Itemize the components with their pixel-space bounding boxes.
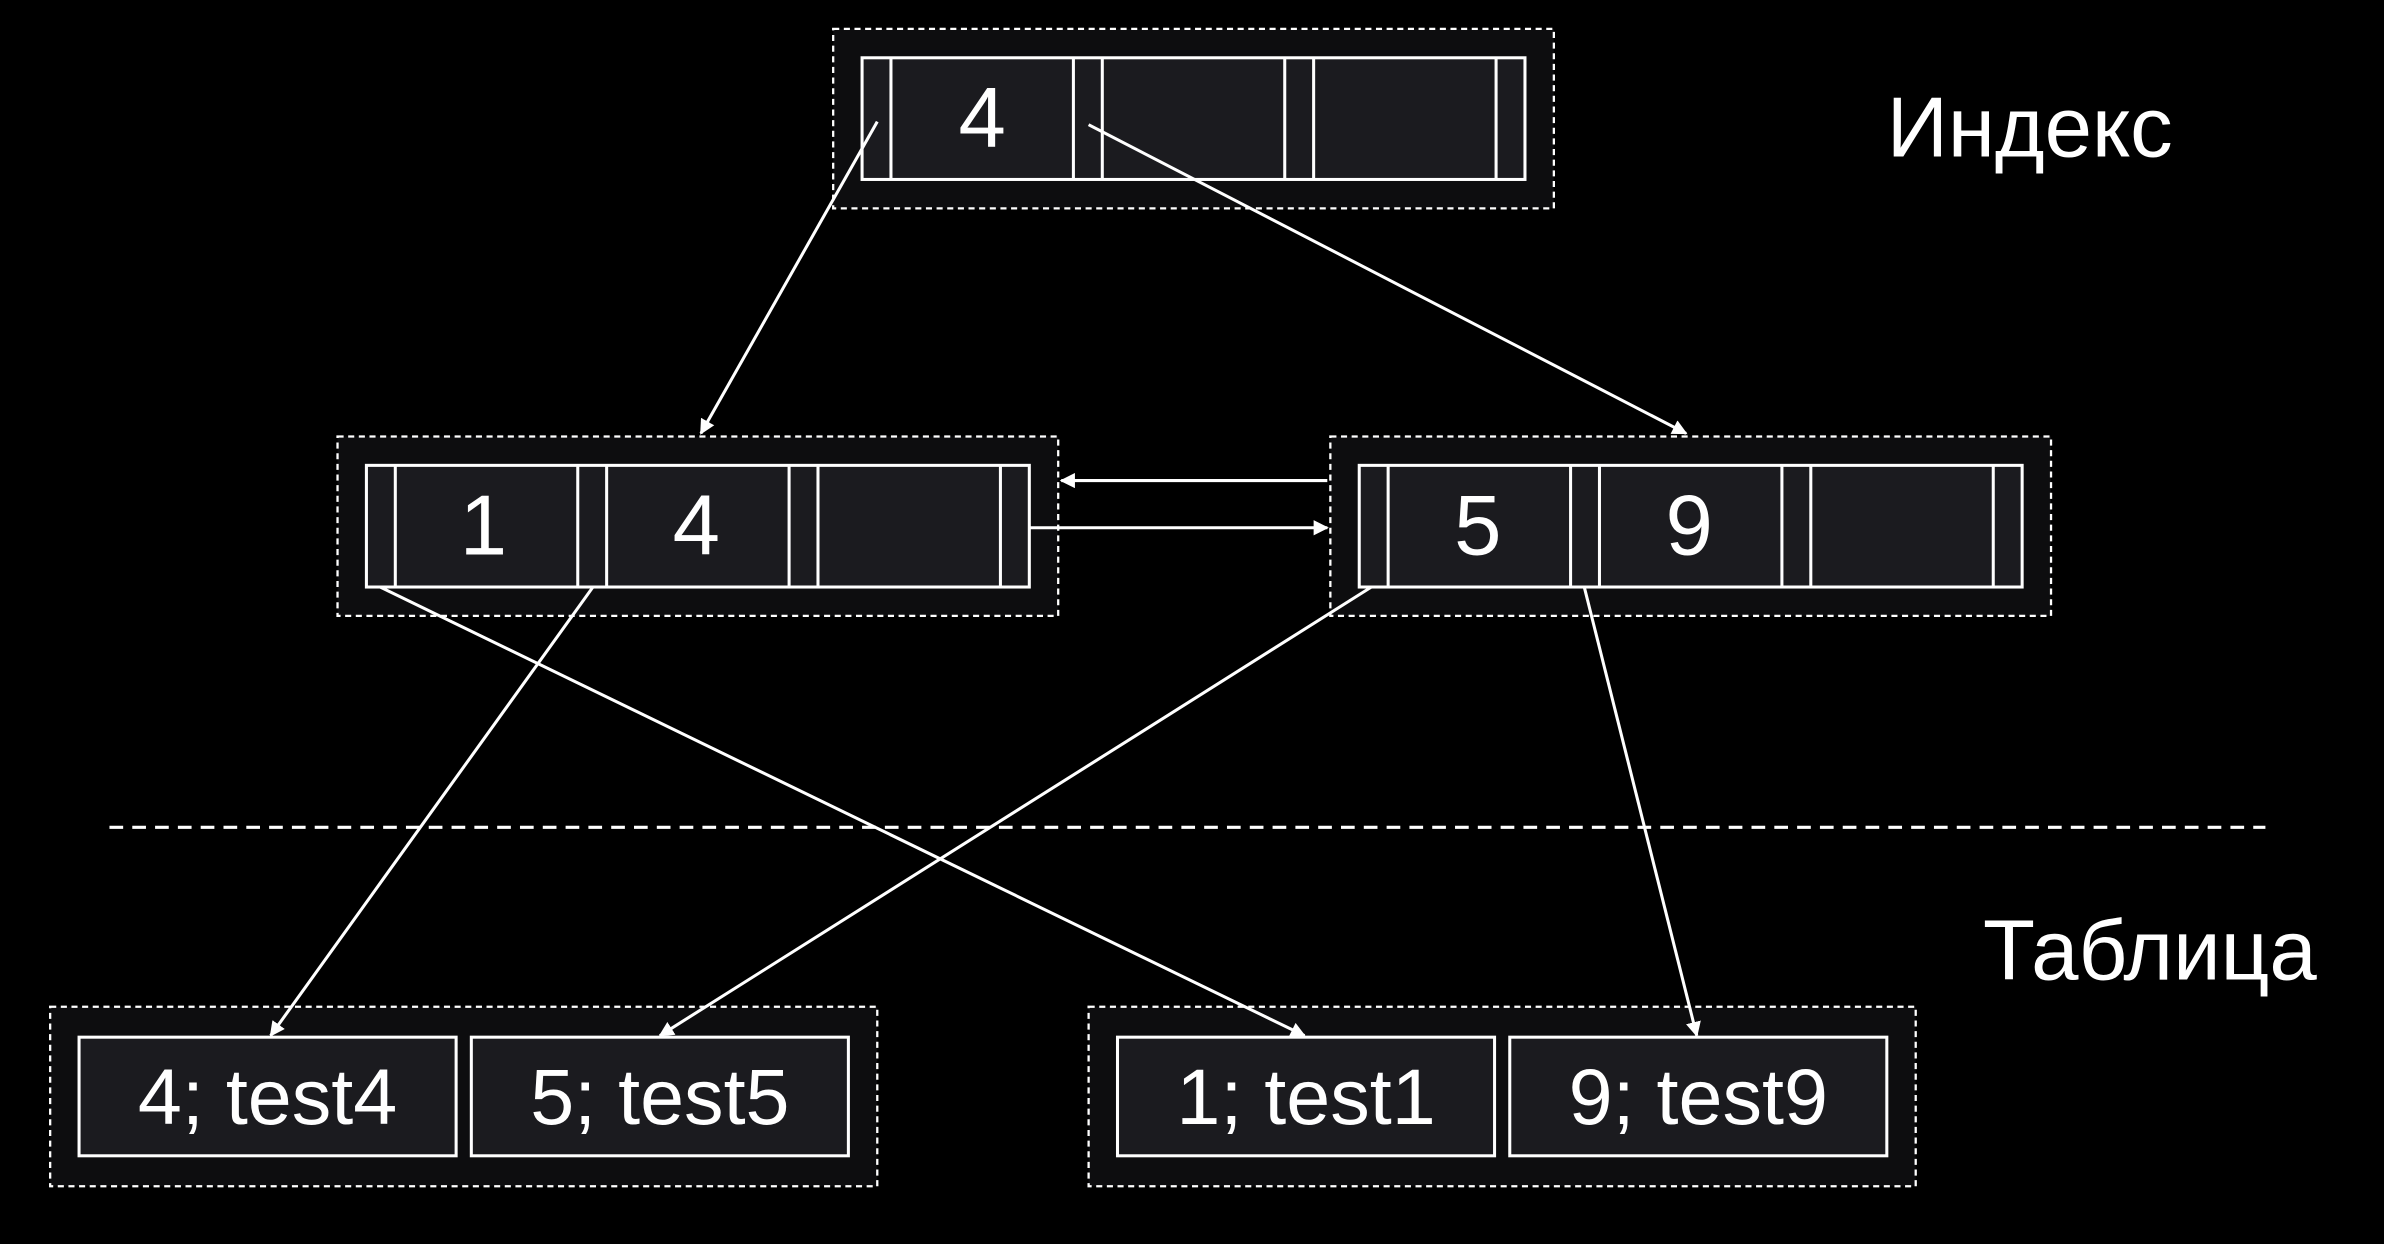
row-pointer-key5-to-test5 [658, 585, 1373, 1037]
index-section-label: Индекс [1887, 81, 2173, 176]
index-key: 4 [959, 71, 1006, 166]
pointer-arrow-root-to-right-leaf [1087, 123, 1688, 435]
row-pointer-key1-to-test1 [379, 585, 1306, 1038]
pointer-arrow-root-to-left-leaf [699, 120, 879, 435]
table-row: 1; test1 [1176, 1052, 1435, 1141]
table-page-right: 1; test1 9; test9 [1087, 1005, 1917, 1188]
index-key: 9 [1665, 479, 1712, 574]
node-frame [1357, 463, 2024, 589]
table-row: 4; test4 [138, 1052, 397, 1141]
node-frame [364, 463, 1031, 589]
table-row-cell [469, 1035, 850, 1158]
row-pointer-key9-to-test9 [1582, 586, 1701, 1038]
table-section-label: Таблица [1983, 903, 2317, 998]
index-leaf-page-left: 1 4 [336, 435, 1060, 618]
index-key: 5 [1454, 479, 1501, 574]
index-leaf-page-right: 5 9 [1329, 435, 2053, 618]
table-row-cell [1508, 1035, 1889, 1158]
row-pointer-key4-to-test4 [269, 586, 595, 1037]
table-page-left: 4; test4 5; test5 [49, 1005, 879, 1188]
table-row: 5; test5 [530, 1052, 789, 1141]
index-key: 1 [460, 479, 507, 574]
node-frame [860, 56, 1527, 181]
table-row-cell [77, 1035, 458, 1158]
table-row: 9; test9 [1569, 1052, 1828, 1141]
table-row-cell [1115, 1035, 1497, 1158]
index-key: 4 [673, 479, 720, 574]
index-root-page: 4 [832, 27, 1555, 210]
